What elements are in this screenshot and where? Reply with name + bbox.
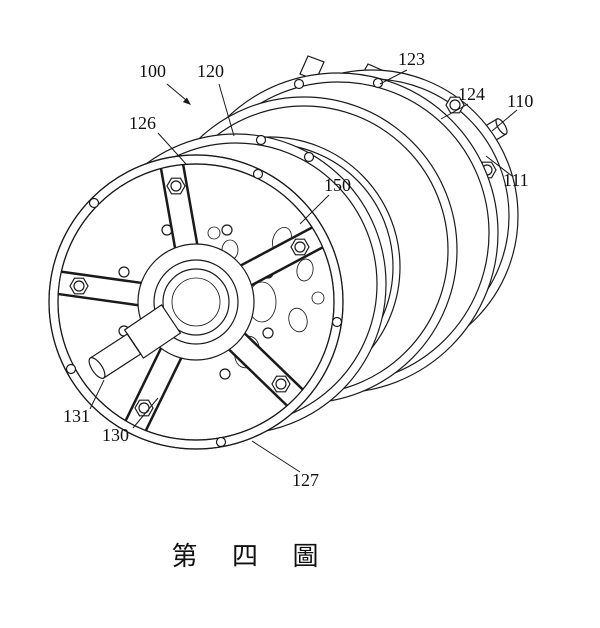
arrowhead-100 <box>182 97 191 105</box>
ref-label-110: 110 <box>507 91 534 111</box>
ref-label-123: 123 <box>398 49 425 69</box>
ref-label-150: 150 <box>324 175 351 195</box>
ref-label-124: 124 <box>458 84 485 104</box>
ref-label-111: 111 <box>503 170 529 190</box>
front-shaft <box>88 304 182 379</box>
ref-label-130: 130 <box>102 425 129 445</box>
leader-lines <box>89 69 518 473</box>
ref-label-120: 120 <box>197 61 224 81</box>
ref-label-131: 131 <box>63 406 90 426</box>
ref-label-126: 126 <box>129 113 156 133</box>
front-star-plate <box>48 154 344 450</box>
ref-label-127: 127 <box>292 470 319 490</box>
ref-label-100: 100 <box>139 61 166 81</box>
figure-caption: 第 四 圖 <box>171 542 333 571</box>
